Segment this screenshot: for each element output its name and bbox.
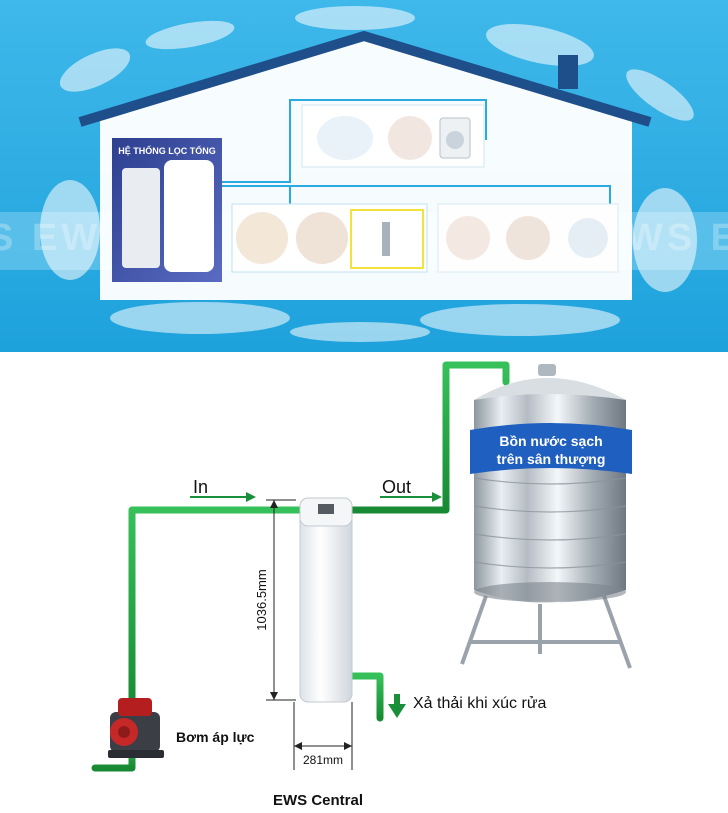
rooftop-tank: Bồn nước sạch trên sân thượng [460,364,632,669]
width-dimension-label: 281mm [303,753,343,767]
pump-top-cover [118,698,152,716]
laundry-woman-photo [388,116,432,160]
width-arrow-left-icon [294,742,302,750]
house-roof [78,31,652,127]
tank-label-line2: trên sân thượng [497,451,606,467]
tank-label-band [470,423,632,474]
pump-head-center [118,726,130,738]
distribution-lines [222,99,611,204]
width-dimension-lines [293,702,353,770]
height-dimension-lines [266,499,296,701]
tank-dome [474,378,626,400]
washing-machine-door-icon [446,131,464,149]
filter-control-panel-icon [318,504,334,514]
height-dimension-label: 1036.5mm [254,569,269,630]
drain-arrow-stem [394,694,400,706]
pressure-pump [108,698,164,758]
outlet-label: Out [382,477,411,497]
kitchen-box [231,203,428,273]
width-arrow-right-icon [344,742,352,750]
filter-tank-large [164,160,214,272]
outlet-arrow-icon [432,492,442,502]
pump-to-filter-pipe [128,506,304,716]
kitchen-elderly-photo [296,212,348,264]
tank-body [474,380,626,603]
tank-stand [460,595,632,669]
bathroom-woman-photo [506,216,550,260]
filter-to-tank-pipe [348,361,510,514]
pump-label: Bơm áp lực [176,729,255,745]
central-filter-box: HỆ THỐNG LỌC TỔNG [112,138,222,282]
laundry-family-photo [317,116,373,160]
laundry-room-box [301,104,485,168]
product-label: EWS Central [273,792,363,809]
tank-rings [473,477,627,569]
shower-icon [568,218,608,258]
house-chimney [558,55,578,89]
filter-body [299,497,353,703]
bathroom-box [437,203,619,273]
drain-pipe [348,672,384,722]
filter-tank-small [122,168,160,268]
tank-bottom-rim [474,582,626,602]
tank-lid [538,364,556,376]
central-filter-title: HỆ THỐNG LỌC TỔNG [118,145,216,156]
bathroom-face-wash-photo [446,216,490,260]
ews-central-filter [299,497,353,703]
drain-label: Xả thải khi xúc rửa [413,695,547,712]
inlet-label: In [193,477,208,497]
kitchen-family-photo [236,212,288,264]
schematic: Bơm áp lực In Out 1036.5mm [91,361,632,809]
height-arrow-top-icon [270,500,278,508]
inlet-arrow-icon [246,492,256,502]
tank-label-line1: Bồn nước sạch [499,433,602,449]
pump-base [108,750,164,758]
height-arrow-bottom-icon [270,692,278,700]
house-panel: EWS EWS EWS EWS EWS EWS EWS EWS HỆ THỐNG… [0,0,728,352]
drain-arrow-icon [388,704,406,718]
faucet-icon [382,222,390,256]
